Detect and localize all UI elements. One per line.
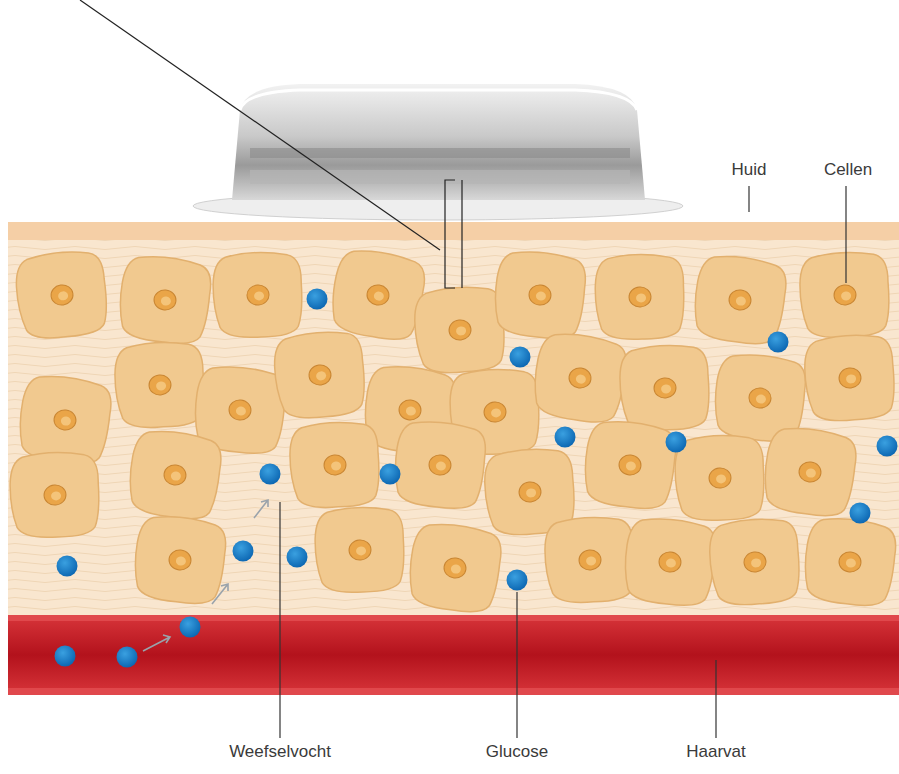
glucose-dot (510, 347, 531, 368)
glucose-dot (850, 503, 871, 524)
glucose-dot (117, 647, 138, 668)
cell (132, 514, 228, 606)
cell (617, 342, 713, 434)
cell (287, 419, 383, 511)
cell (761, 425, 858, 519)
cell (126, 428, 223, 522)
cell (593, 252, 686, 341)
capillary-wall (8, 615, 899, 621)
glucose-dot (666, 432, 687, 453)
glucose-dot (507, 570, 528, 591)
diffusion-arrows (143, 500, 268, 651)
glucose-dot (877, 436, 898, 457)
cell (211, 249, 305, 340)
leader-line (80, 0, 440, 250)
cell (673, 432, 767, 523)
cell (271, 327, 369, 422)
part-label: Cellen (822, 160, 874, 180)
cell (8, 449, 102, 540)
tissue (8, 222, 899, 617)
capillary (8, 615, 899, 695)
cell (706, 515, 803, 609)
glucose-dot (287, 547, 308, 568)
glucose-dot (380, 464, 401, 485)
skin-layer (8, 222, 899, 240)
glucose-dot (57, 556, 78, 577)
part-label: Weefselvocht (227, 742, 333, 762)
part-label: Huid (730, 160, 769, 180)
cell (112, 339, 208, 431)
cell (313, 504, 407, 595)
capillary-wall (8, 688, 899, 695)
cell (623, 516, 717, 607)
cell (582, 419, 678, 511)
cell (801, 331, 898, 425)
glucose-dot (233, 541, 254, 562)
sensor-device (193, 84, 683, 220)
cell (493, 249, 587, 340)
cell (531, 330, 629, 425)
cell (406, 521, 503, 615)
glucose-dot (55, 646, 76, 667)
glucose-dot (307, 289, 328, 310)
cell (328, 247, 428, 343)
filament (461, 180, 462, 288)
part-label: Haarvat (684, 742, 748, 762)
tissue-texture (8, 222, 899, 617)
glucose-dot (768, 332, 789, 353)
part-label: Glucose (484, 742, 550, 762)
cell (797, 249, 893, 341)
glucose-dots (55, 289, 898, 668)
cell (393, 419, 487, 510)
glucose-dot (180, 617, 201, 638)
glucose-dot (260, 464, 281, 485)
leader-lines (280, 186, 846, 738)
cell (411, 283, 508, 377)
bracket (445, 180, 455, 288)
glucose-dot (555, 427, 576, 448)
cell (802, 516, 898, 608)
cell (542, 514, 638, 606)
cell (117, 254, 213, 346)
cells (8, 247, 899, 615)
cell (12, 247, 112, 343)
